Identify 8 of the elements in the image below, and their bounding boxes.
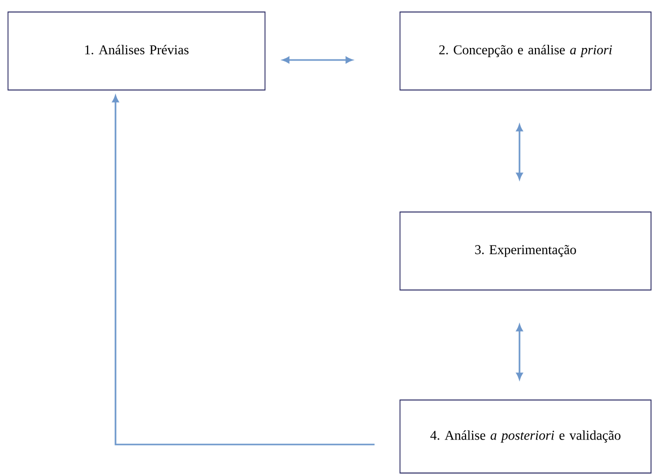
process-box: 1. Análises Prévias	[8, 12, 266, 90]
process-box: 2. Concepção e análise a priori	[400, 12, 652, 90]
process-box: 4. Análise a posteriori e validação	[400, 400, 652, 474]
arrow	[516, 124, 523, 180]
arrow	[112, 95, 375, 446]
process-box: 3. Experimentação	[400, 212, 652, 290]
arrow	[516, 324, 523, 380]
arrow	[282, 56, 353, 64]
